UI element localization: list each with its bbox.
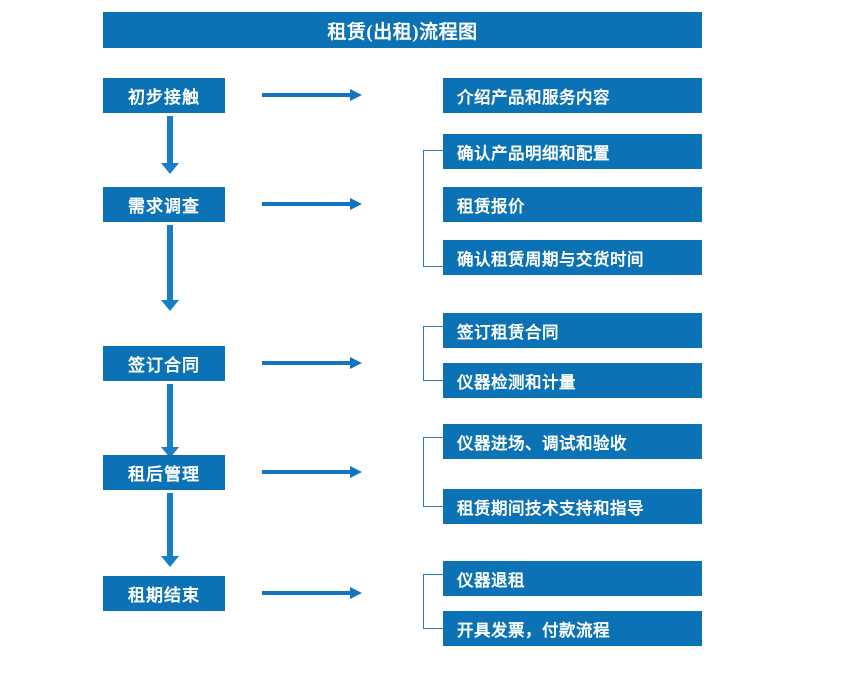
stage-box-5[interactable]: 租期结束 (103, 576, 225, 611)
down-arrow-2 (161, 225, 179, 311)
right-arrow-head (350, 198, 362, 210)
page-title: 租赁(出租)流程图 (103, 12, 702, 48)
down-arrow-1 (161, 116, 179, 174)
detail-box-5-2[interactable]: 开具发票，付款流程 (443, 611, 702, 646)
detail-box-2-1[interactable]: 确认产品明细和配置 (443, 134, 702, 169)
right-arrow-shaft (262, 202, 351, 206)
down-arrow-shaft (167, 493, 173, 556)
group-bracket-2 (423, 150, 443, 267)
down-arrow-shaft (167, 225, 173, 300)
stage-box-3[interactable]: 签订合同 (103, 346, 225, 381)
right-arrow-head (350, 587, 362, 599)
detail-box-4-1[interactable]: 仪器进场、调试和验收 (443, 424, 702, 459)
right-arrow-head (350, 357, 362, 369)
detail-box-4-2[interactable]: 租赁期间技术支持和指导 (443, 489, 702, 524)
down-arrow-4 (161, 493, 179, 567)
right-arrow-shaft (262, 591, 351, 595)
right-arrow-head (350, 89, 362, 101)
group-bracket-5 (423, 574, 443, 629)
detail-box-3-1[interactable]: 签订租赁合同 (443, 313, 702, 348)
detail-box-1-1[interactable]: 介绍产品和服务内容 (443, 78, 702, 113)
down-arrow-shaft (167, 116, 173, 163)
right-arrow-3 (262, 356, 362, 370)
detail-box-2-3[interactable]: 确认租赁周期与交货时间 (443, 240, 702, 275)
down-arrow-head (161, 163, 179, 174)
down-arrow-head (161, 447, 179, 458)
down-arrow-shaft (167, 384, 173, 447)
right-arrow-shaft (262, 361, 351, 365)
detail-box-2-2[interactable]: 租赁报价 (443, 187, 702, 222)
detail-box-5-1[interactable]: 仪器退租 (443, 561, 702, 596)
right-arrow-2 (262, 197, 362, 211)
stage-box-2[interactable]: 需求调查 (103, 187, 225, 222)
group-bracket-3 (423, 326, 443, 381)
right-arrow-5 (262, 586, 362, 600)
right-arrow-head (350, 466, 362, 478)
down-arrow-head (161, 556, 179, 567)
detail-box-3-2[interactable]: 仪器检测和计量 (443, 363, 702, 398)
down-arrow-head (161, 300, 179, 311)
right-arrow-shaft (262, 470, 351, 474)
group-bracket-4 (423, 437, 443, 507)
stage-box-1[interactable]: 初步接触 (103, 78, 225, 113)
right-arrow-4 (262, 465, 362, 479)
right-arrow-shaft (262, 93, 351, 97)
down-arrow-3 (161, 384, 179, 458)
stage-box-4[interactable]: 租后管理 (103, 455, 225, 490)
right-arrow-1 (262, 88, 362, 102)
